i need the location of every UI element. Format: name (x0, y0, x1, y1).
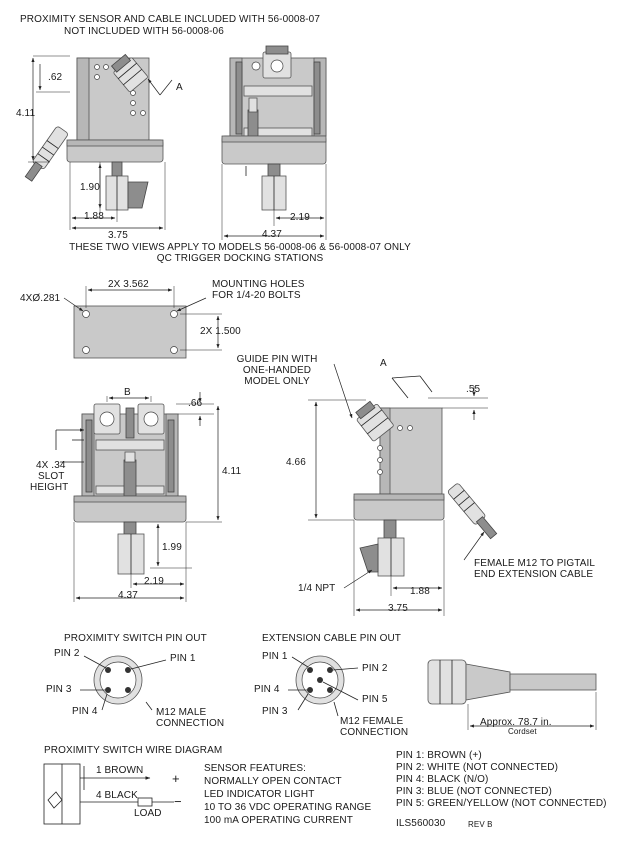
npt-label: 1/4 NPT (298, 583, 336, 594)
ext-pinout-title: EXTENSION CABLE PIN OUT (262, 633, 401, 644)
prox-pinout-title: PROXIMITY SWITCH PIN OUT (64, 633, 207, 644)
label-mid-a: A (380, 358, 387, 369)
wire-brown: 1 BROWN (96, 765, 144, 776)
label-mid-b: B (124, 387, 131, 398)
female-cable-line1: FEMALE M12 TO PIGTAIL (474, 558, 596, 569)
guide-pin-line3: MODEL ONLY (244, 376, 310, 387)
prox-conn-line2: CONNECTION (156, 718, 225, 729)
wire-black: 4 BLACK (96, 790, 138, 801)
cordset-length: Approx. 78.7 in. (480, 717, 552, 728)
feature-item: 100 mA OPERATING CURRENT (204, 815, 353, 826)
prox-pin1: PIN 1 (170, 653, 196, 664)
feature-item: 10 TO 36 VDC OPERATING RANGE (204, 802, 372, 813)
feature-item: NORMALLY OPEN CONTACT (204, 776, 342, 787)
dim-2x1500: 2X 1.500 (200, 326, 241, 337)
prox-conn-line1: M12 MALE (156, 707, 207, 718)
ext-pin5: PIN 5 (362, 694, 388, 705)
ext-pin3: PIN 3 (262, 706, 288, 717)
mounting-holes-line2: FOR 1/4-20 BOLTS (212, 290, 301, 301)
pin-legend-item: PIN 3: BLUE (NOT CONNECTED) (396, 786, 552, 797)
wire-load: LOAD (134, 808, 162, 819)
dim-top-062: .62 (48, 72, 63, 83)
side-view-top-left (24, 53, 173, 230)
top-note-line1: PROXIMITY SENSOR AND CABLE INCLUDED WITH… (20, 14, 320, 25)
ext-conn-line1: M12 FEMALE (340, 716, 404, 727)
dim-2x3562: 2X 3.562 (108, 279, 149, 290)
pin-legend-item: PIN 5: GREEN/YELLOW (NOT CONNECTED) (396, 798, 607, 809)
dim-mid-466: 4.66 (286, 457, 306, 468)
slot-line3: HEIGHT (30, 482, 69, 493)
ext-pin1: PIN 1 (262, 651, 288, 662)
prox-pin2: PIN 2 (54, 648, 80, 659)
dim-top-188: 1.88 (84, 211, 104, 222)
dim-top-375: 3.75 (108, 230, 128, 241)
dim-mid-375: 3.75 (388, 603, 408, 614)
proximity-pinout-drawing (80, 655, 167, 711)
views-caption-line2: QC TRIGGER DOCKING STATIONS (156, 253, 324, 264)
dim-mid-066: .66 (188, 398, 203, 409)
prox-pin4: PIN 4 (72, 706, 98, 717)
guide-pin-line2: ONE-HANDED (242, 365, 312, 376)
drawing-id: ILS560030 (396, 818, 446, 829)
prox-pin3: PIN 3 (46, 684, 72, 695)
dim-mid-219: 2.19 (144, 576, 164, 587)
side-view-mid-right (308, 363, 498, 616)
pin-legend-item: PIN 1: BROWN (+) (396, 750, 482, 761)
wire-plus: + (172, 771, 180, 786)
guide-pin-line1: GUIDE PIN WITH (236, 354, 318, 365)
top-note-line2: NOT INCLUDED WITH 56-0008-06 (64, 26, 224, 37)
slot-line1: 4X .34 (36, 460, 66, 471)
ext-conn-line2: CONNECTION (340, 727, 409, 738)
mounting-holes-line1: MOUNTING HOLES (212, 279, 305, 290)
dim-mid-199: 1.99 (162, 542, 182, 553)
ext-pin4: PIN 4 (254, 684, 280, 695)
features-title: SENSOR FEATURES: (204, 763, 306, 774)
slot-line2: SLOT (38, 471, 65, 482)
front-view-top-right (221, 45, 327, 240)
female-cable-line2: END EXTENSION CABLE (474, 569, 594, 580)
pin-legend-item: PIN 4: BLACK (N/O) (396, 774, 489, 785)
dim-top-437: 4.37 (262, 229, 282, 240)
views-caption-line1: THESE TWO VIEWS APPLY TO MODELS 56-0008-… (69, 242, 411, 253)
wire-minus: − (174, 794, 182, 809)
label-top-a: A (176, 82, 183, 93)
dim-mid-055: .55 (466, 384, 481, 395)
wire-diagram-title: PROXIMITY SWITCH WIRE DIAGRAM (44, 745, 223, 756)
dim-top-219: 2.19 (290, 212, 310, 223)
dim-mid-437: 4.37 (118, 590, 138, 601)
revision-label: REV B (468, 820, 493, 829)
ext-pin2: PIN 2 (362, 663, 388, 674)
dim-top-411: 4.11 (16, 108, 36, 119)
feature-item: LED INDICATOR LIGHT (204, 789, 315, 800)
dim-top-190: 1.90 (80, 182, 100, 193)
dim-mid-188: 1.88 (410, 586, 430, 597)
front-view-mid-left (55, 392, 222, 602)
extension-pinout-drawing (288, 655, 359, 717)
pin-legend-item: PIN 2: WHITE (NOT CONNECTED) (396, 762, 559, 773)
mounting-plate-view (63, 286, 222, 359)
dim-4x281: 4XØ.281 (20, 293, 61, 304)
cordset-label: Cordset (508, 727, 537, 736)
dim-mid-411: 4.11 (222, 466, 242, 477)
wire-diagram-drawing (43, 763, 174, 825)
cordset-drawing (427, 659, 597, 730)
